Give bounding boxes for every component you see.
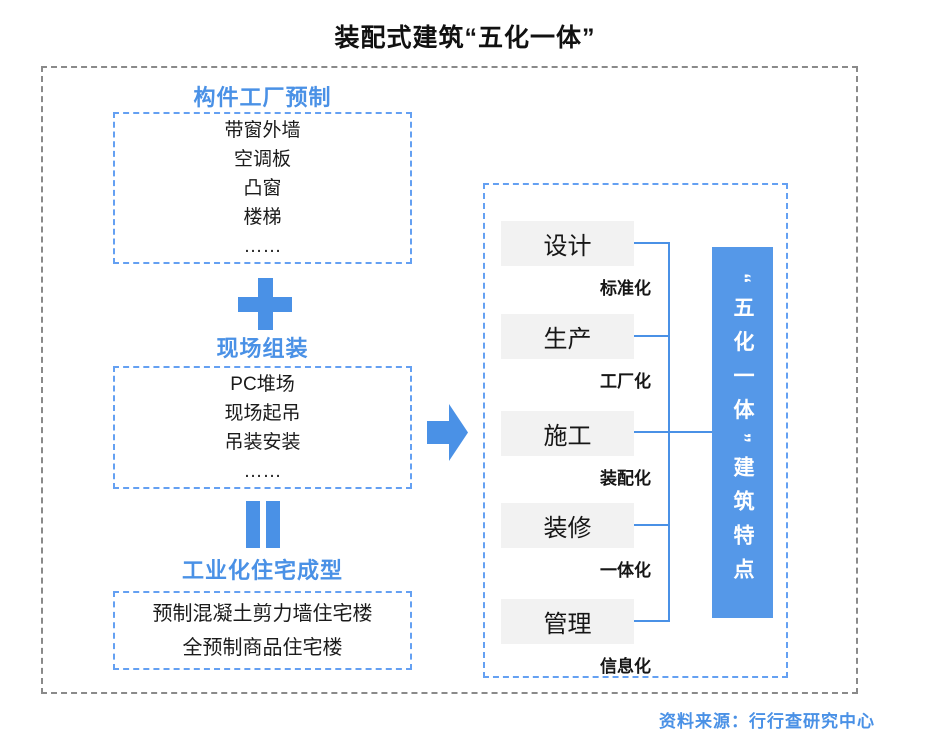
stage-label-box: 设计 (501, 221, 634, 266)
stage-sub-label: 一体化 (600, 561, 651, 580)
stage-sub-label: 标准化 (600, 279, 651, 298)
stage2-items-box: PC堆场 现场起吊 吊装安装 …… (113, 366, 412, 489)
outer-dashed-frame (41, 66, 858, 694)
connector-line (634, 335, 669, 337)
list-item: 预制混凝土剪力墙住宅楼 (152, 602, 373, 625)
page-title: 装配式建筑“五化一体” (334, 24, 596, 52)
source-note: 资料来源：行行查研究中心 (659, 712, 875, 731)
list-item: 凸窗 (243, 177, 282, 199)
list-item: 现场起吊 (224, 402, 301, 424)
stage-label-box: 施工 (501, 411, 634, 456)
stage1-heading: 构件工厂预制 (193, 85, 332, 110)
list-item: 吊装安装 (224, 431, 301, 453)
list-item: …… (243, 235, 282, 257)
stage-sub-label: 工厂化 (600, 372, 651, 391)
stage-sub-label: 信息化 (600, 657, 651, 676)
result-box-label: “五化一体”建筑特点 (731, 273, 754, 592)
stage-label-box: 生产 (501, 314, 634, 359)
list-item: 楼梯 (243, 206, 282, 228)
stage-sub-label: 装配化 (600, 469, 651, 488)
equals-icon (246, 501, 280, 548)
connector-line (634, 524, 669, 526)
connector-line (634, 620, 669, 622)
connector-line (634, 242, 669, 244)
connector-vertical-line (668, 242, 670, 622)
stage2-heading: 现场组装 (216, 336, 309, 361)
stage-label-box: 管理 (501, 599, 634, 644)
stage3-heading: 工业化住宅成型 (181, 558, 343, 583)
stage-label-box: 装修 (501, 503, 634, 548)
five-modernizations-panel: 设计 标准化 生产 工厂化 施工 装配化 装修 一体化 管理 信息化 “五化一体… (483, 183, 788, 678)
plus-icon (238, 278, 292, 330)
result-box: “五化一体”建筑特点 (712, 247, 773, 618)
stage1-items-box: 带窗外墙 空调板 凸窗 楼梯 …… (113, 112, 412, 264)
right-arrow-icon (427, 404, 468, 467)
list-item: 空调板 (233, 148, 291, 170)
list-item: 全预制商品住宅楼 (182, 636, 343, 659)
list-item: 带窗外墙 (224, 119, 301, 141)
connector-line (634, 431, 712, 433)
list-item: PC堆场 (230, 373, 295, 395)
list-item: …… (243, 460, 282, 482)
stage3-items-box: 预制混凝土剪力墙住宅楼 全预制商品住宅楼 (113, 591, 412, 670)
